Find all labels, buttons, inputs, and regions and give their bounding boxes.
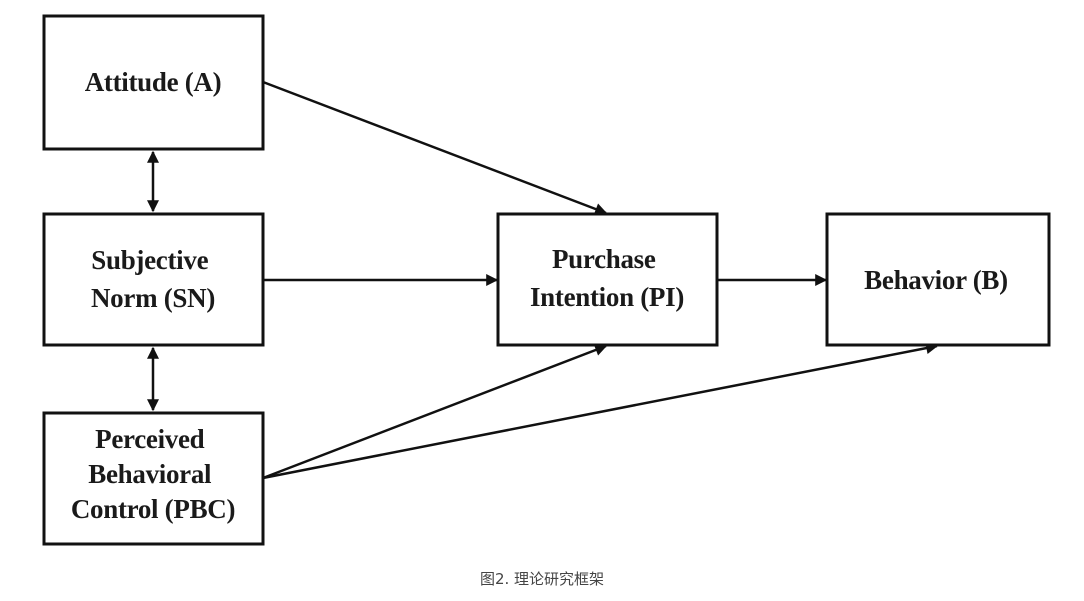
svg-text:Purchase Intention (PI): Purchase Intention (PI) <box>530 244 684 312</box>
node-pbc-box <box>42 411 265 546</box>
svg-text:Subjective Norm (SN): Subjective Norm (SN) <box>91 245 215 313</box>
node-purchase-intention-box <box>496 212 719 347</box>
node-purchase-intention: Purchase Intention (PI) <box>496 212 719 347</box>
edge-pbc-behavior <box>262 342 939 480</box>
node-behavior-line-1: Behavior (B) <box>864 265 1008 295</box>
figure-caption: 图2. 理论研究框架 <box>479 570 605 588</box>
svg-text:Perceived Behavioral: Perceived Behavioral Control (PBC) <box>71 424 235 524</box>
tpb-framework-diagram: Attitude (A) Subjective Norm (SN) Percei… <box>42 14 1051 546</box>
node-purchase-intention-line-1: Purchase <box>552 244 656 274</box>
edge-attitude-purchase-intention <box>262 80 608 215</box>
edge-pbc-purchase-intention <box>262 344 608 480</box>
node-subjective-norm: Subjective Norm (SN) <box>42 212 265 347</box>
node-purchase-intention-line-2: Intention (PI) <box>530 282 684 312</box>
node-pbc: Perceived Behavioral Control (PBC) <box>42 411 265 546</box>
node-behavior-box <box>825 212 1051 347</box>
node-behavior: Behavior (B) <box>825 212 1051 347</box>
node-subjective-norm-line-2: Norm (SN) <box>91 283 215 313</box>
node-pbc-line-1: Perceived <box>95 424 205 454</box>
node-attitude: Attitude (A) <box>42 14 265 151</box>
svg-text:Behavior (B): Behavior (B) <box>864 265 1008 295</box>
svg-text:Attitude (A): Attitude (A) <box>85 67 222 97</box>
edges <box>147 80 939 480</box>
node-attitude-line-1: Attitude (A) <box>85 67 222 97</box>
node-pbc-line-2: Behavioral <box>88 459 212 489</box>
node-subjective-norm-line-1: Subjective <box>91 245 208 275</box>
node-pbc-line-3: Control (PBC) <box>71 494 235 524</box>
node-subjective-norm-box <box>42 212 265 347</box>
node-attitude-box <box>42 14 265 151</box>
